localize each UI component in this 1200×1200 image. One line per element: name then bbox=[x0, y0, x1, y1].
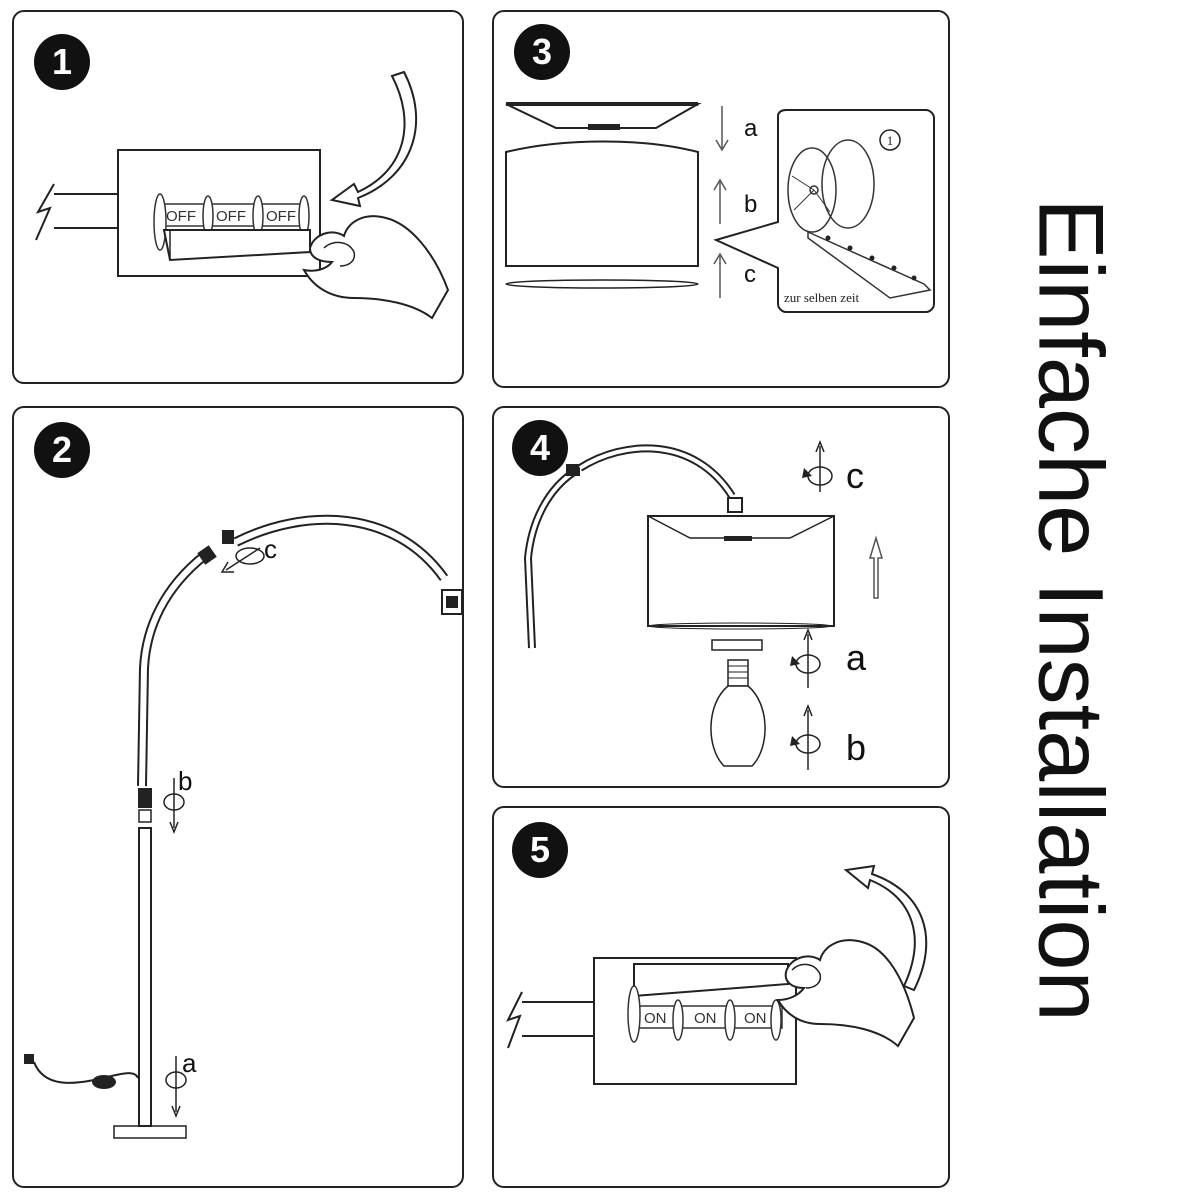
rotate-arrow-a-icon bbox=[165, 1056, 187, 1119]
curved-arrow-icon bbox=[329, 70, 418, 208]
step-4-panel: 4 c bbox=[492, 406, 950, 788]
rotate-arrow-b-icon bbox=[790, 703, 821, 770]
step-4-illustration: c a b bbox=[523, 439, 884, 770]
pole-connector bbox=[138, 788, 152, 808]
step-4-label-b: b bbox=[846, 727, 866, 768]
step-2-label-a: a bbox=[182, 1048, 197, 1078]
rotate-arrow-a-icon bbox=[790, 627, 821, 688]
switch-group-on: ON ON ON bbox=[627, 963, 789, 1043]
plug-icon bbox=[24, 1054, 34, 1064]
hand-icon bbox=[302, 215, 450, 320]
step-5-badge: 5 bbox=[512, 822, 568, 878]
off-label-1: OFF bbox=[166, 208, 196, 225]
hand-icon bbox=[776, 939, 916, 1048]
rotate-arrow-c-icon bbox=[220, 547, 265, 573]
step-3-panel: 3 a b c 1 bbox=[492, 10, 950, 388]
arrow-down-a-icon bbox=[715, 106, 729, 152]
light-bulb-icon bbox=[710, 659, 766, 767]
step-2-badge: 2 bbox=[34, 422, 90, 478]
step-2-illustration: a b c bbox=[24, 514, 462, 1139]
foot-switch-icon bbox=[92, 1075, 116, 1089]
off-label-2: OFF bbox=[216, 208, 246, 225]
step-1-badge: 1 bbox=[34, 34, 90, 90]
lamp-shade bbox=[505, 140, 699, 267]
inset-callout bbox=[713, 109, 935, 313]
off-label-3: OFF bbox=[266, 208, 296, 225]
step-3-badge: 3 bbox=[514, 24, 570, 80]
step-3-illustration: a b c 1 zur selben zeit bbox=[505, 102, 935, 313]
step-4-badge: 4 bbox=[512, 420, 568, 476]
step-5-panel: 5 ON ON ON bbox=[492, 806, 950, 1188]
rotate-arrow-b-icon bbox=[163, 778, 185, 835]
step-1-panel: 1 OFF OFF OFF bbox=[12, 10, 464, 384]
inset-caption: zur selben zeit bbox=[784, 290, 859, 305]
step-3-label-c: c bbox=[744, 261, 756, 288]
step-2-label-b: b bbox=[178, 766, 192, 796]
switch-group-off: OFF OFF OFF bbox=[153, 193, 311, 262]
installation-title: Einfache Installation bbox=[1019, 198, 1122, 1022]
lamp-socket bbox=[727, 497, 743, 513]
inset-number: 1 bbox=[887, 133, 894, 148]
step-2-label-c: c bbox=[264, 534, 277, 564]
lamp-shade bbox=[647, 515, 835, 627]
arrow-up-icon bbox=[868, 535, 884, 599]
shade-frame-icon bbox=[787, 139, 932, 299]
step-4-label-a: a bbox=[846, 637, 867, 678]
on-label-1: ON bbox=[644, 1010, 667, 1027]
step-2-panel: 2 a b bbox=[12, 406, 464, 1188]
curved-arrow-icon bbox=[843, 864, 928, 992]
lower-pole bbox=[138, 827, 152, 1127]
socket-ring bbox=[711, 639, 763, 651]
rotate-arrow-c-icon bbox=[802, 439, 833, 492]
step-4-label-c: c bbox=[846, 455, 864, 496]
step-5-illustration: ON ON ON bbox=[506, 864, 928, 1085]
inset-number-badge bbox=[879, 129, 901, 151]
lamp-base bbox=[113, 1125, 187, 1139]
arrow-up-b-icon bbox=[713, 178, 727, 224]
on-label-3: ON bbox=[744, 1010, 767, 1027]
step-1-illustration: OFF OFF OFF bbox=[35, 70, 450, 320]
step-3-label-b: b bbox=[744, 191, 757, 218]
arrow-up-c-icon bbox=[713, 252, 727, 298]
bottom-ring bbox=[505, 279, 699, 289]
step-3-label-a: a bbox=[744, 115, 758, 142]
on-label-2: ON bbox=[694, 1010, 717, 1027]
